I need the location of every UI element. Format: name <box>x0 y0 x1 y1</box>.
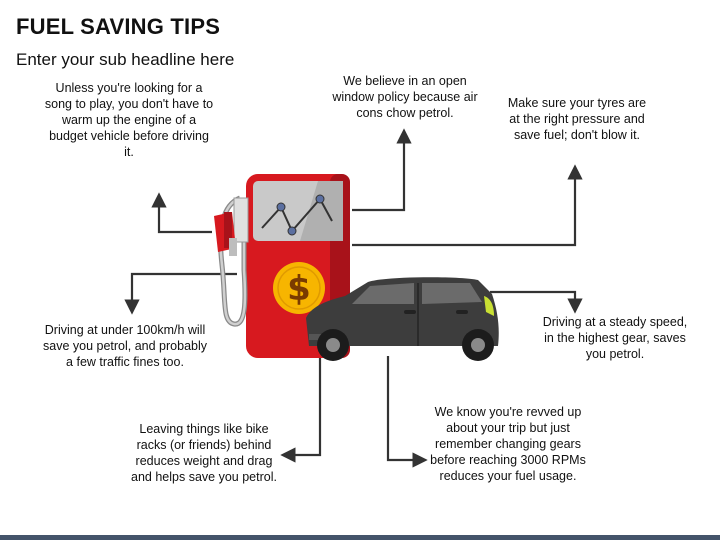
connector-speed-limit <box>124 272 237 315</box>
footer-bar <box>0 535 720 540</box>
connector-tyres <box>352 164 583 247</box>
dollar-coin-icon: $ <box>273 262 325 314</box>
tip-open-window: We believe in an open window policy beca… <box>332 74 478 120</box>
tip-speed-limit: Driving at under 100km/h will save you p… <box>43 323 207 369</box>
tip-reduce-weight: Leaving things like bike racks (or frien… <box>131 422 277 484</box>
page-subtitle: Enter your sub headline here <box>16 50 235 69</box>
connector-reduce-weight <box>280 356 322 463</box>
tip-tyres: Make sure your tyres are at the right pr… <box>507 96 647 142</box>
connector-change-gears <box>386 356 428 468</box>
connector-lines <box>124 128 583 468</box>
tip-change-gears: We know you're revved up about your trip… <box>430 405 586 483</box>
tip-warm-up: Unless you're looking for a song to play… <box>44 81 214 159</box>
connector-open-window <box>352 128 412 212</box>
coin-symbol: $ <box>287 269 311 309</box>
connector-steady-speed <box>490 290 583 314</box>
page-title: FUEL SAVING TIPS <box>16 14 221 39</box>
tip-steady-speed: Driving at a steady speed, in the highes… <box>542 315 688 361</box>
car-icon <box>306 277 499 361</box>
connector-warm-up <box>151 192 212 234</box>
